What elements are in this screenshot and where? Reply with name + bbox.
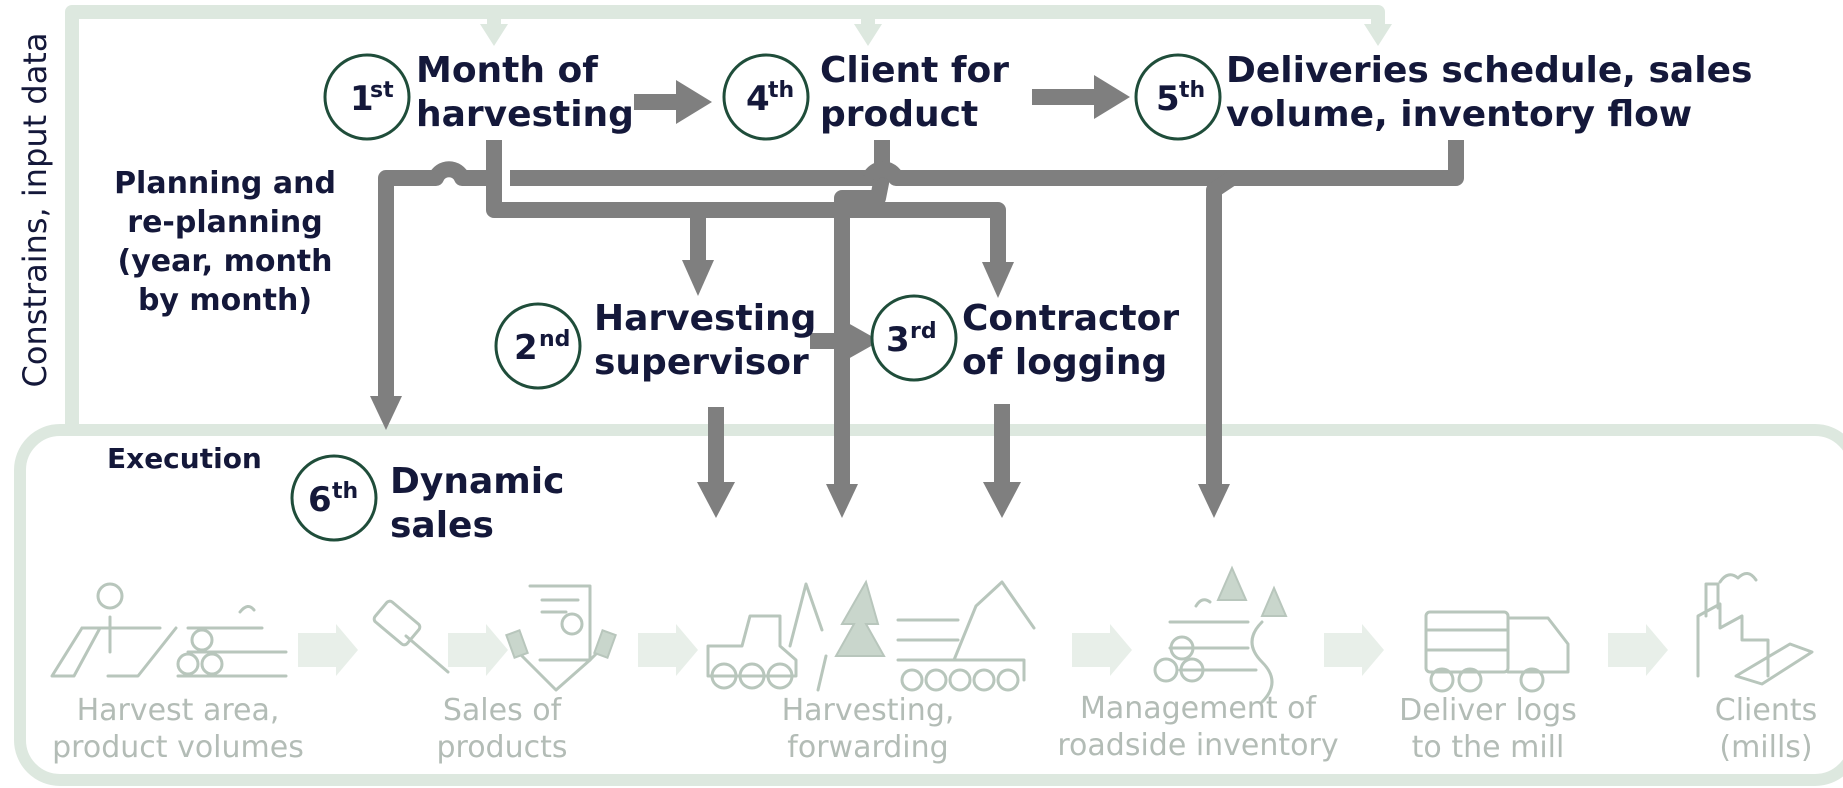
log-truck-icon — [1424, 610, 1570, 693]
step-title-line: Dynamic — [390, 461, 564, 502]
ordinal-suffix: st — [370, 78, 394, 103]
factory-icon — [1696, 572, 1814, 686]
step-harvesting-supervisor: 2 nd Harvesting supervisor — [494, 298, 816, 390]
harvester-forwarder-icon — [706, 579, 1036, 692]
ordinal-number: 4 — [746, 79, 770, 119]
ordinal-number: 5 — [1156, 79, 1180, 119]
process-arrow — [638, 624, 698, 676]
constraints-frame — [65, 5, 1392, 424]
step-client-for-product: 4 th Client for product — [722, 50, 1009, 141]
ordinal-badge — [323, 53, 411, 141]
ordinal-suffix: rd — [910, 319, 937, 344]
process-label: Harvesting, — [782, 693, 955, 728]
ordinal-suffix: th — [1179, 78, 1205, 103]
process-label: Harvest area, — [77, 693, 280, 728]
process-label: Sales of — [443, 693, 563, 728]
step-month-of-harvesting: 1 st Month of harvesting — [323, 50, 634, 141]
step-title-line: Deliveries schedule, sales — [1226, 50, 1752, 91]
connector-arrows — [370, 75, 1464, 518]
ordinal-badge — [1134, 53, 1222, 141]
step-title-line: harvesting — [416, 94, 634, 135]
step-title-line: supervisor — [594, 342, 809, 383]
ordinal-number: 2 — [514, 328, 538, 368]
process-label: roadside inventory — [1057, 728, 1338, 763]
process-arrow — [298, 624, 358, 676]
roadside-logs-icon — [1153, 565, 1288, 704]
ordinal-number: 3 — [886, 320, 910, 360]
ordinal-badge — [494, 302, 582, 390]
process-arrow — [1608, 624, 1668, 676]
step-title-line: Harvesting — [594, 298, 816, 339]
execution-frame — [14, 424, 1843, 786]
ordinal-suffix: nd — [539, 327, 570, 352]
execution-label: Execution — [107, 442, 262, 475]
step-title-line: volume, inventory flow — [1226, 94, 1692, 135]
ordinal-suffix: th — [332, 479, 358, 504]
process-labels: Harvest area, product volumes Sales of p… — [52, 691, 1817, 765]
step-title-line: Month of — [416, 50, 598, 91]
harvest-area-logs-icon — [50, 582, 288, 678]
step-deliveries-schedule: 5 th Deliveries schedule, sales volume, … — [1134, 50, 1752, 141]
process-label: to the mill — [1412, 730, 1565, 765]
planning-line: re-planning — [127, 205, 322, 240]
ordinal-suffix: th — [768, 78, 794, 103]
step-title-line: Client for — [820, 50, 1009, 91]
step-contractor-of-logging: 3 rd Contractor of logging — [870, 294, 1179, 383]
process-label: forwarding — [787, 730, 948, 765]
step-title-line: Contractor — [962, 298, 1179, 339]
ordinal-number: 6 — [308, 480, 332, 520]
process-label: product volumes — [52, 730, 304, 765]
process-arrow — [448, 624, 508, 676]
process-label: (mills) — [1719, 730, 1812, 765]
step-title-line: sales — [390, 505, 494, 546]
process-arrow — [1324, 624, 1384, 676]
process-arrow — [1072, 624, 1132, 676]
step-title-line: of logging — [962, 342, 1167, 383]
step-dynamic-sales: 6 th Dynamic sales — [290, 454, 564, 546]
auction-handshake-icon — [372, 584, 617, 692]
process-label: Deliver logs — [1399, 693, 1577, 728]
ordinal-number: 1 — [350, 79, 374, 119]
ordinal-badge — [290, 454, 378, 542]
step-title-line: product — [820, 94, 978, 135]
planning-line: (year, month — [117, 244, 332, 279]
process-label: Management of — [1080, 691, 1318, 726]
process-label: Clients — [1715, 693, 1817, 728]
ordinal-badge — [870, 294, 958, 382]
ordinal-badge — [722, 53, 810, 141]
side-label: Constrains, input data — [16, 33, 54, 388]
planning-line: by month) — [138, 283, 312, 318]
planning-label: Planning and re-planning (year, month by… — [114, 166, 336, 318]
process-chain-arrows — [298, 624, 1668, 676]
process-label: products — [436, 730, 567, 765]
planning-line: Planning and — [114, 166, 336, 201]
